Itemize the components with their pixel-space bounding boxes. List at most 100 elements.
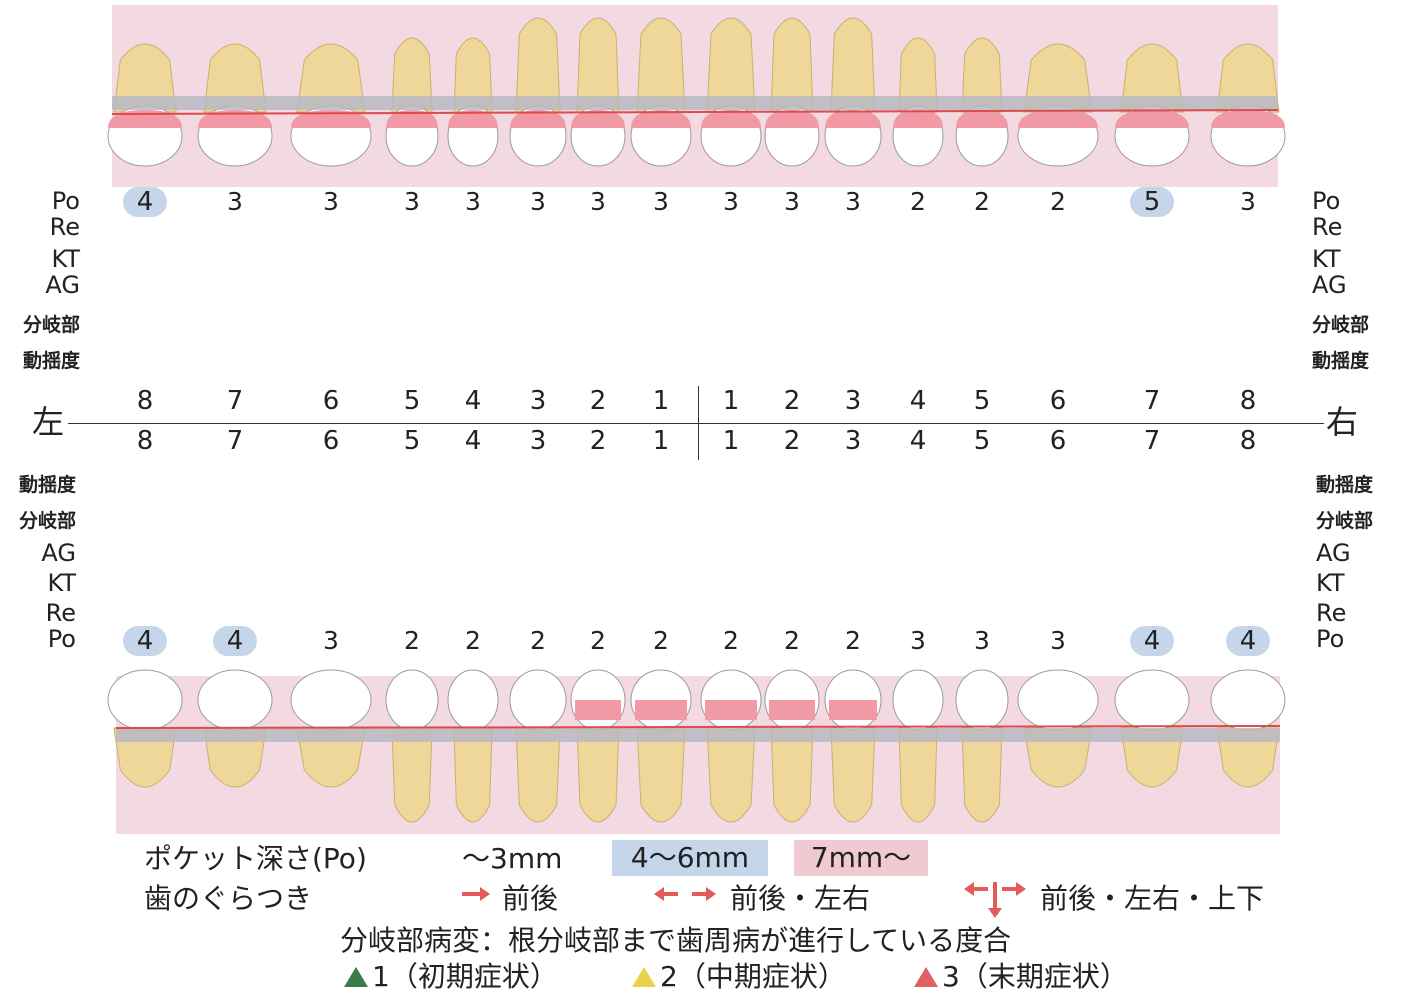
pocket-depth-value: 4 xyxy=(123,187,167,217)
tooth-number: 3 xyxy=(844,386,862,416)
side-right-label: 右 xyxy=(1326,403,1359,441)
midline-divider xyxy=(698,386,699,460)
tooth-crown xyxy=(955,669,1009,731)
tooth-root xyxy=(961,727,1003,823)
arrow-right-icon xyxy=(462,887,490,901)
legend-pocket-low: 〜3mm xyxy=(462,842,563,875)
gum-recession-band xyxy=(448,110,498,128)
tooth-crown xyxy=(447,669,499,731)
tooth-root xyxy=(113,727,177,788)
tooth-number: 5 xyxy=(973,386,991,416)
tooth-number: 8 xyxy=(136,426,154,456)
legend-mobility-title: 歯のぐらつき xyxy=(144,882,313,915)
tooth-root xyxy=(636,727,686,823)
pocket-depth-value: 3 xyxy=(723,187,739,216)
tooth-root xyxy=(391,727,433,823)
tooth-root xyxy=(706,17,756,113)
tooth-root xyxy=(898,37,938,113)
tooth-number: 3 xyxy=(529,386,547,416)
row-label: AG xyxy=(1316,539,1351,567)
row-label: KT xyxy=(47,569,76,597)
row-label: 分岐部 xyxy=(1316,510,1374,532)
triangle-green-icon xyxy=(344,967,368,987)
pocket-depth-value: 3 xyxy=(465,187,481,216)
tooth-root xyxy=(203,727,267,788)
legend-pocket-title: ポケット深さ(Po) xyxy=(144,842,367,875)
upper-bone-line xyxy=(112,96,1278,110)
pocket-depth-value: 3 xyxy=(784,187,800,216)
tooth-number: 2 xyxy=(589,426,607,456)
row-label: 動揺度 xyxy=(1312,350,1370,372)
legend-pocket-mid: 4〜6mm xyxy=(612,840,768,876)
row-label: Re xyxy=(1316,599,1347,627)
gum-recession-band xyxy=(635,700,687,720)
tooth-number: 5 xyxy=(403,426,421,456)
row-label: AG xyxy=(1312,271,1347,299)
tooth-crown xyxy=(197,669,273,731)
gum-recession-band xyxy=(1211,110,1285,128)
row-label: 分岐部 xyxy=(22,314,80,336)
legend-grade-2-label: 2（中期症状） xyxy=(660,960,846,993)
tooth-root xyxy=(576,727,620,823)
gum-recession-band xyxy=(571,110,625,128)
tooth-root xyxy=(203,43,267,113)
gum-recession-band xyxy=(701,110,761,128)
tooth-number: 3 xyxy=(529,426,547,456)
tooth-root xyxy=(1216,43,1280,113)
gum-recession-band xyxy=(510,110,566,128)
row-label: Po xyxy=(47,625,76,653)
pocket-depth-value: 3 xyxy=(590,187,606,216)
gum-recession-band xyxy=(769,700,815,720)
gum-recession-band xyxy=(291,110,371,128)
legend-grade-2: 2（中期症状） xyxy=(632,960,846,994)
row-label: Re xyxy=(1312,213,1343,241)
tooth-number: 6 xyxy=(1049,426,1067,456)
side-left-label: 左 xyxy=(32,403,65,441)
pocket-depth-value: 2 xyxy=(910,187,926,216)
tooth-number: 1 xyxy=(722,426,740,456)
row-label: Po xyxy=(1316,625,1345,653)
tooth-number: 6 xyxy=(322,386,340,416)
triangle-red-icon xyxy=(914,967,938,987)
lower-bone-line xyxy=(116,728,1280,742)
legend-mobility-3: 前後・左右・上下 xyxy=(1040,882,1265,915)
row-label: 動揺度 xyxy=(22,350,80,372)
pocket-depth-value: 2 xyxy=(845,626,861,655)
tooth-root xyxy=(1216,727,1280,788)
pocket-depth-value: 2 xyxy=(784,626,800,655)
tooth-crown xyxy=(1114,669,1190,731)
row-label: 動揺度 xyxy=(1316,474,1374,496)
pocket-depth-value: 3 xyxy=(974,626,990,655)
pocket-depth-value: 3 xyxy=(323,187,339,216)
gum-recession-band xyxy=(108,110,182,128)
tooth-number: 7 xyxy=(1143,426,1161,456)
tooth-root xyxy=(1023,43,1093,113)
gum-recession-band xyxy=(705,700,757,720)
row-label: 分岐部 xyxy=(1312,314,1370,336)
tooth-number: 8 xyxy=(1239,386,1257,416)
pocket-depth-value: 2 xyxy=(465,626,481,655)
row-label: Po xyxy=(51,187,80,215)
tooth-root xyxy=(770,727,814,823)
legend-grade-1: 1（初期症状） xyxy=(344,960,558,994)
tooth-root xyxy=(770,17,814,113)
tooth-number: 5 xyxy=(403,386,421,416)
legend-pocket-high: 7mm〜 xyxy=(794,840,928,876)
tooth-number: 8 xyxy=(136,386,154,416)
row-label: Re xyxy=(45,599,76,627)
legend-grade-1-label: 1（初期症状） xyxy=(372,960,558,993)
gum-recession-band xyxy=(893,110,943,128)
row-label: Re xyxy=(49,213,80,241)
tooth-root xyxy=(1120,43,1184,113)
pocket-depth-value: 2 xyxy=(1050,187,1066,216)
tooth-root xyxy=(296,43,366,113)
gum-recession-band xyxy=(829,700,877,720)
tooth-root xyxy=(453,727,493,823)
legend-grade-3: 3（末期症状） xyxy=(914,960,1128,994)
tooth-root xyxy=(296,727,366,788)
tooth-number: 3 xyxy=(844,426,862,456)
triangle-yellow-icon xyxy=(632,967,656,987)
arrow-left-right-icon xyxy=(654,887,716,901)
pocket-depth-value: 4 xyxy=(1130,626,1174,656)
tooth-number: 4 xyxy=(909,426,927,456)
